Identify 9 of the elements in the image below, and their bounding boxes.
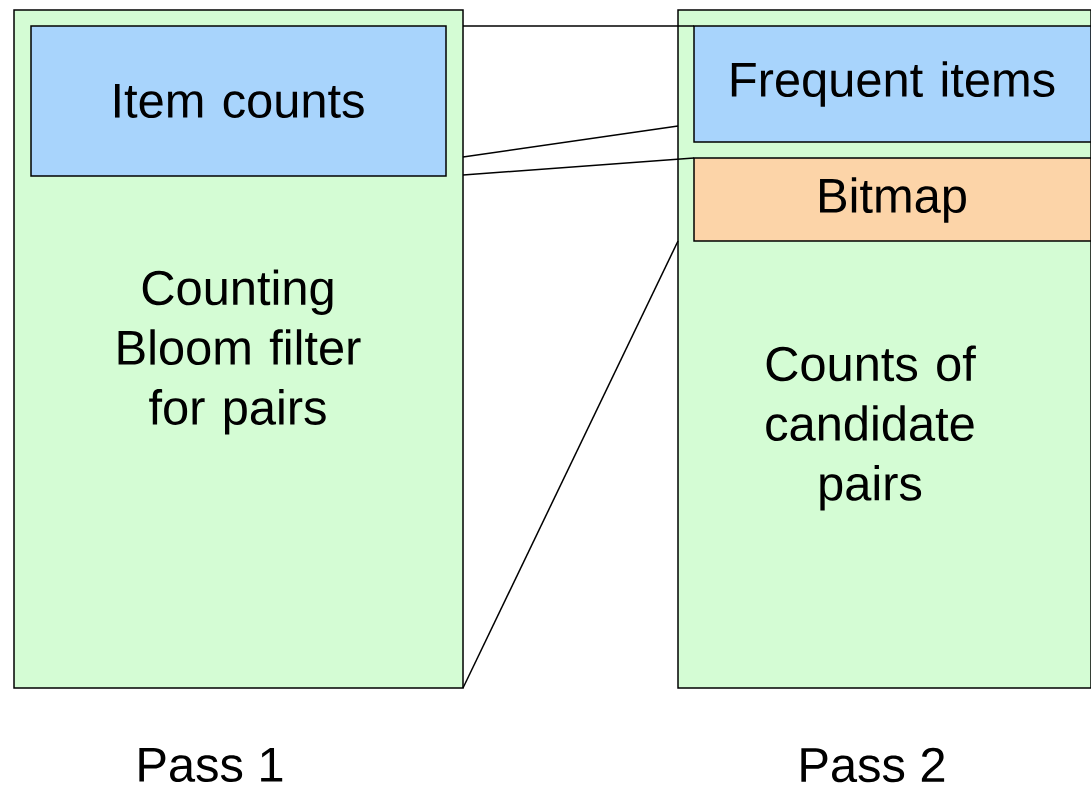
memory-region: Item counts xyxy=(30,25,447,177)
connector-line xyxy=(462,125,679,158)
connector-line xyxy=(462,157,695,176)
memory-region: Frequent items xyxy=(693,25,1091,143)
pass-caption: Pass 2 xyxy=(801,747,945,783)
memory-region: Bitmap xyxy=(693,157,1091,242)
connector-line xyxy=(462,240,679,689)
connector-line xyxy=(462,25,695,27)
pass-caption: Pass 1 xyxy=(139,747,283,783)
